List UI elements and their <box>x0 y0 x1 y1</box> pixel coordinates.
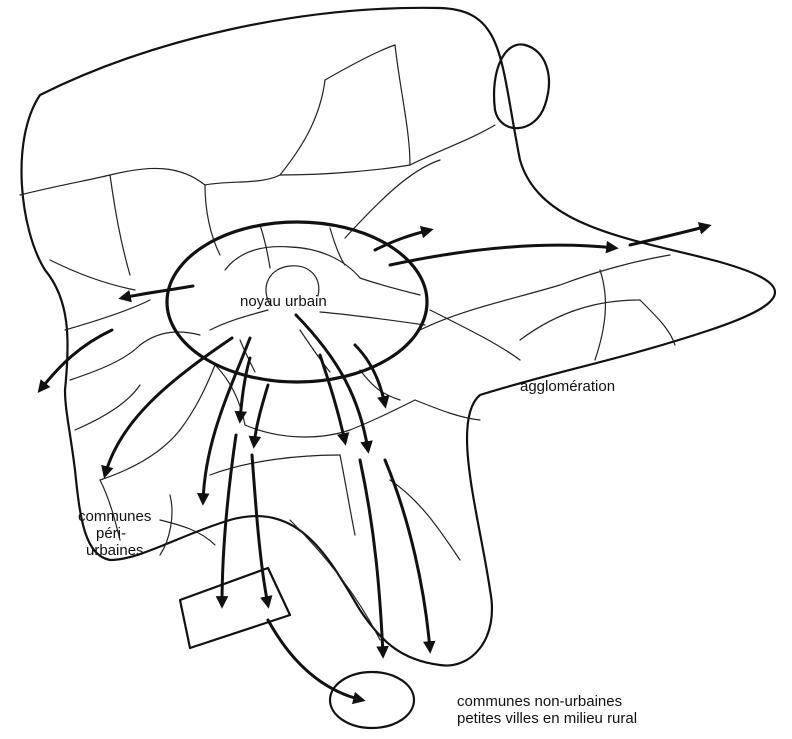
label-periurban-line-2: péri- <box>96 525 127 542</box>
label-urban-core: noyau urbain <box>240 293 327 310</box>
arrow-south-3 <box>248 383 270 449</box>
flow-arrows <box>37 222 712 705</box>
arrow-south-7 <box>294 313 373 454</box>
arrow-east-far <box>628 222 712 247</box>
arrow-east-long <box>388 240 619 267</box>
arrow-to-rural <box>266 618 366 705</box>
arrow-west-far <box>37 328 114 393</box>
label-periurban-line-1: communes <box>78 508 152 525</box>
arrow-south-4 <box>215 433 238 609</box>
arrow-south-6 <box>318 353 350 446</box>
arrow-south-9 <box>358 458 389 659</box>
arrow-south-10 <box>383 458 436 654</box>
core-subdivisions <box>209 224 426 373</box>
arrow-south-8 <box>353 343 390 409</box>
arrow-south-2 <box>234 356 252 424</box>
rural-town-ellipse <box>328 670 416 730</box>
label-agglomeration: agglomération <box>520 378 616 395</box>
arrow-east-short <box>373 226 434 252</box>
top-right-lobe <box>492 43 550 130</box>
agglomeration-outline <box>20 6 777 667</box>
arrow-west <box>118 284 195 303</box>
label-periurban-line-3: urbaines <box>86 542 144 559</box>
town-left-shape <box>178 566 292 650</box>
arrow-south-5 <box>250 453 273 609</box>
periurban-bracket <box>159 494 173 556</box>
urban-core-ellipse <box>165 220 429 384</box>
label-rural: communes non-urbaines petites villes en … <box>457 693 637 727</box>
arrow-south-1 <box>196 336 252 506</box>
label-rural-line-2: petites villes en milieu rural <box>457 710 638 727</box>
arrow-southwest <box>101 336 234 479</box>
label-periurban: communes péri- urbaines <box>78 508 168 559</box>
label-rural-line-1: communes non-urbaines <box>457 693 623 710</box>
